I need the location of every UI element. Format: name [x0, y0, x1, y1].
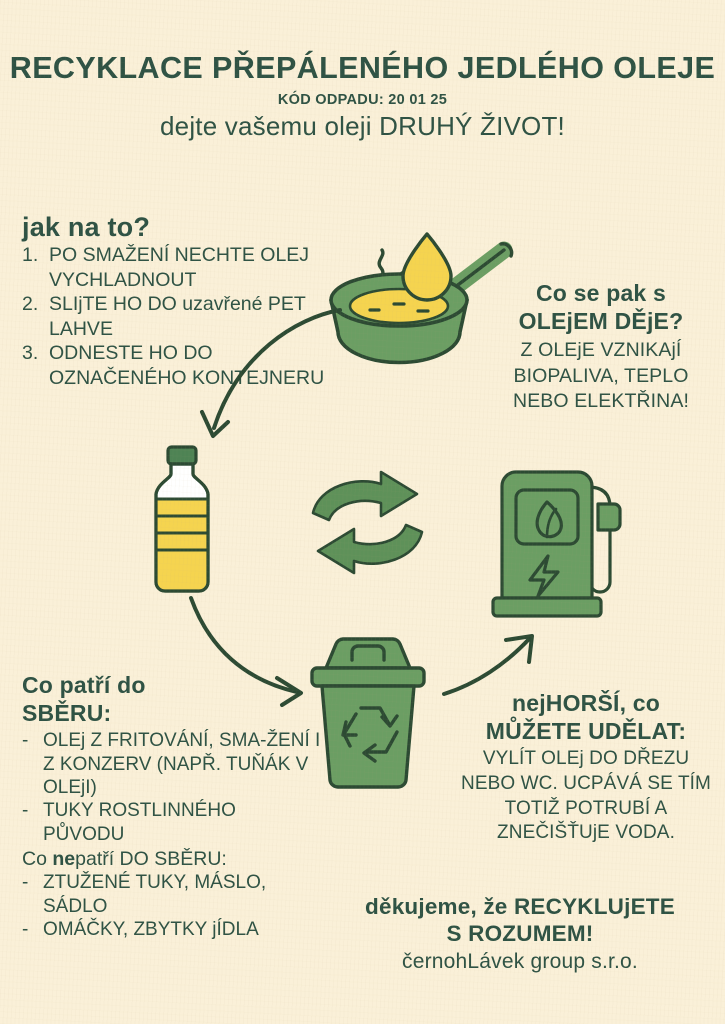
worst-section: nejHORŠÍ, co MŮŽETE UDĚLAT: VYLÍT OLEj D…	[460, 690, 712, 846]
heading-line-2: SBĚRU:	[22, 699, 112, 726]
bullet-dash: -	[22, 919, 29, 941]
heading-line-2: MŮŽETE UDĚLAT:	[485, 717, 687, 744]
heading-line-1: Co se pak s	[535, 280, 667, 306]
waste-code: KÓD ODPADU: 20 01 25	[277, 91, 448, 108]
heading-line-2: OLEjEM DĚjE?	[518, 307, 684, 334]
step-text: SLIjTE HO DO uzavřené PET LAHVE	[49, 293, 306, 340]
accepted-list: - OLEj Z FRITOVÁNÍ, SMA-ŽENÍ I Z KONZERV…	[22, 729, 322, 846]
list-item: - OLEj Z FRITOVÁNÍ, SMA-ŽENÍ I Z KONZERV…	[22, 729, 322, 799]
list-item: 3. ODNESTE HO DO OZNAČENÉHO KONTEJNERU	[22, 341, 342, 390]
heading-line-1: Co patří do	[22, 672, 146, 698]
thanks-line-2: S ROZUMEM!	[446, 921, 594, 946]
worst-heading: nejHORŠÍ, co MŮŽETE UDĚLAT:	[460, 690, 712, 745]
arrow-bottle-to-bin-icon	[185, 592, 325, 707]
bullet-dash: -	[22, 730, 29, 752]
list-item: - TUKY ROSTLINNÉHO PŮVODU	[22, 799, 322, 846]
thanks-section: děkujeme, že RECYKLUjETE S ROZUMEM! čern…	[325, 893, 715, 975]
not-accepted-list: - ZTUŽENÉ TUKY, MÁSLO, SÁDLO - OMÁČKY, Z…	[22, 871, 322, 941]
company-name: černohLávek group s.r.o.	[402, 950, 638, 973]
step-number: 2.	[22, 293, 39, 316]
recycling-cycle-arrows-icon	[305, 468, 430, 578]
list-item-label: ZTUŽENÉ TUKY, MÁSLO, SÁDLO	[43, 872, 267, 917]
howto-steps: 1. PO SMAŽENÍ NECHTE OLEJ VYCHLADNOUT 2.…	[22, 243, 342, 390]
list-item-label: OMÁČKY, ZBYTKY jÍDLA	[43, 919, 259, 941]
step-text: PO SMAŽENÍ NECHTE OLEJ VYCHLADNOUT	[49, 244, 310, 291]
poster-header: RECYKLACE PŘEPÁLENÉHO JEDLÉHO OLEJE KÓD …	[0, 51, 725, 141]
step-number: 1.	[22, 244, 39, 267]
list-item-label: OLEj Z FRITOVÁNÍ, SMA-ŽENÍ I Z KONZERV (…	[43, 730, 321, 798]
howto-heading: jak na to?	[22, 212, 151, 242]
what-happens-section: Co se pak s OLEjEM DĚjE? Z OLEjE VZNIKAj…	[492, 280, 710, 414]
worst-body: VYLÍT OLEj DO DŘEZU NEBO WC. UCPÁVÁ SE T…	[461, 748, 711, 844]
step-number: 3.	[22, 342, 39, 365]
page-title: RECYKLACE PŘEPÁLENÉHO JEDLÉHO OLEJE	[9, 51, 716, 85]
collection-section: Co patří do SBĚRU: - OLEj Z FRITOVÁNÍ, S…	[22, 672, 322, 941]
page-subtitle: dejte vašemu oleji DRUHÝ ŽIVOT!	[160, 110, 565, 141]
howto-section: jak na to? 1. PO SMAŽENÍ NECHTE OLEJ VYC…	[22, 212, 342, 391]
arrow-bin-to-pump-icon	[440, 630, 550, 700]
heading-emphasis: ne	[52, 847, 76, 870]
heading-suffix: patří DO SBĚRU:	[75, 847, 227, 870]
recycling-bin-icon	[298, 628, 438, 798]
pet-bottle-icon	[138, 444, 226, 604]
frying-pan-icon	[318, 228, 528, 365]
bullet-dash: -	[22, 800, 29, 822]
bullet-dash: -	[22, 872, 29, 894]
collection-heading: Co patří do SBĚRU:	[22, 672, 322, 727]
step-text: ODNESTE HO DO OZNAČENÉHO KONTEJNERU	[49, 342, 325, 390]
fuel-pump-icon	[488, 462, 628, 627]
heading-prefix: Co	[22, 847, 53, 870]
what-happens-body: Z OLEjE VZNIKAjÍ BIOPALIVA, TEPLO NEBO E…	[513, 339, 689, 412]
list-item-label: TUKY ROSTLINNÉHO PŮVODU	[43, 800, 236, 845]
not-accepted-heading: Co nepatří DO SBĚRU:	[22, 847, 322, 871]
list-item: 2. SLIjTE HO DO uzavřené PET LAHVE	[22, 292, 342, 341]
list-item: - ZTUŽENÉ TUKY, MÁSLO, SÁDLO	[22, 871, 322, 918]
heading-line-1: nejHORŠÍ, co	[511, 690, 661, 716]
arrow-pan-to-bottle-icon	[168, 300, 348, 450]
thanks-line-1: děkujeme, že RECYKLUjETE	[365, 894, 675, 919]
list-item: - OMÁČKY, ZBYTKY jÍDLA	[22, 918, 322, 941]
what-happens-heading: Co se pak s OLEjEM DĚjE?	[492, 280, 710, 335]
list-item: 1. PO SMAŽENÍ NECHTE OLEJ VYCHLADNOUT	[22, 243, 342, 292]
